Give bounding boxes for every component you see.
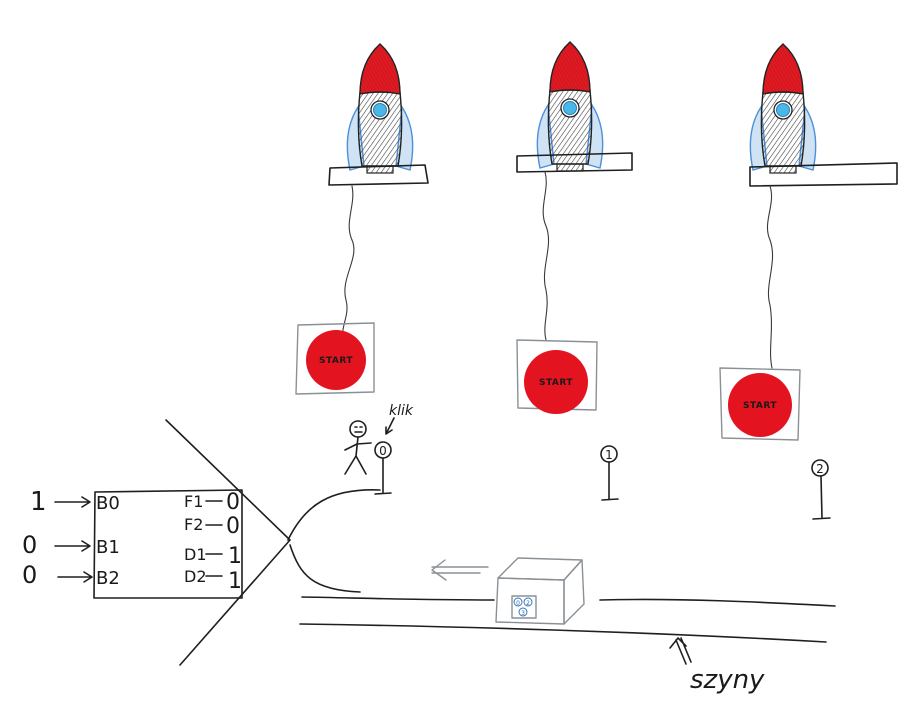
rails-label: szyny <box>690 665 765 695</box>
rocket-3 <box>749 43 898 369</box>
rocket-2 <box>516 41 633 341</box>
lamp-0: 0 <box>374 441 392 495</box>
decoder-input-1: 0 B1 <box>22 531 120 559</box>
svg-text:D1: D1 <box>184 545 207 564</box>
decoder-output-1: F2 0 <box>184 514 240 539</box>
svg-text:0: 0 <box>226 514 240 539</box>
stick-figure-icon <box>344 420 372 475</box>
start-button-label: START <box>319 356 353 366</box>
launch-pad <box>749 162 898 187</box>
svg-text:B2: B2 <box>96 568 120 589</box>
svg-text:B0: B0 <box>96 493 120 514</box>
start-button-3[interactable]: START <box>719 367 801 441</box>
svg-text:F1: F1 <box>184 492 203 511</box>
signal-wire <box>287 489 381 541</box>
decoder-funnel <box>165 419 291 666</box>
svg-text:3: 3 <box>521 610 525 617</box>
svg-text:0: 0 <box>226 490 240 515</box>
rocket-icon <box>536 41 604 172</box>
click-annotation: klik <box>389 403 414 419</box>
svg-text:D2: D2 <box>184 567 207 586</box>
wire <box>342 185 355 339</box>
svg-text:2: 2 <box>526 600 530 607</box>
cart: 0 2 3 <box>495 557 585 625</box>
svg-text:2: 2 <box>816 462 824 476</box>
svg-text:0: 0 <box>516 600 520 607</box>
decoder-output-0: F1 0 <box>184 490 240 515</box>
wire <box>766 185 774 369</box>
start-button-label: START <box>743 401 777 411</box>
decoder-input-0: 1 B0 <box>30 487 120 517</box>
lamp-2: 2 <box>811 459 831 520</box>
rocket-icon <box>749 43 817 174</box>
rocket-icon <box>346 43 414 174</box>
svg-text:0: 0 <box>379 444 387 458</box>
arrow-down-icon <box>385 417 395 435</box>
arrow-left-icon <box>431 559 489 581</box>
svg-text:0: 0 <box>22 561 37 589</box>
rocket-1 <box>328 43 429 339</box>
launch-pad <box>328 164 429 186</box>
start-button-1[interactable]: START <box>295 322 375 395</box>
start-button-2[interactable]: START <box>516 339 598 414</box>
svg-text:F2: F2 <box>184 515 203 534</box>
launch-pad <box>516 152 633 173</box>
arrow-up-icon <box>669 637 692 665</box>
decoder-input-2: 0 B2 <box>22 561 120 589</box>
svg-text:1: 1 <box>228 544 242 569</box>
track-curve <box>289 544 361 593</box>
lamp-1: 1 <box>600 445 619 501</box>
svg-text:1: 1 <box>605 448 613 462</box>
svg-text:0: 0 <box>22 531 37 559</box>
wire <box>542 171 550 341</box>
rails <box>299 596 836 643</box>
svg-text:1: 1 <box>228 569 242 594</box>
start-button-label: START <box>539 378 573 388</box>
svg-text:B1: B1 <box>96 537 120 558</box>
decoder-output-2: D1 1 <box>184 544 242 569</box>
decoder-output-3: D2 1 <box>184 567 242 594</box>
decoder-block <box>93 489 243 599</box>
svg-text:1: 1 <box>30 487 47 517</box>
